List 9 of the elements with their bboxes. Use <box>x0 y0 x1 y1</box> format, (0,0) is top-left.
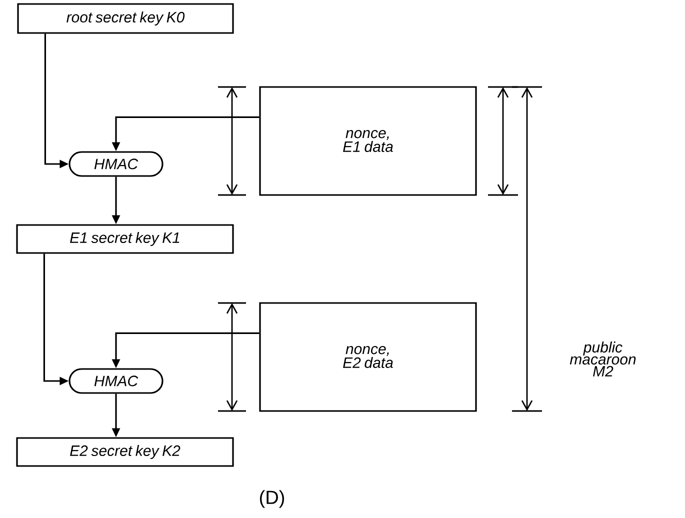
data-box: nonce, E2 data <box>259 302 477 412</box>
caption: (D) <box>260 490 284 508</box>
key-box: root secret key K0 <box>17 3 234 34</box>
key-box: E2 secret key K2 <box>16 437 234 467</box>
data-box: nonce, E1 data <box>259 86 477 196</box>
hmac-node: HMAC <box>68 151 164 177</box>
hmac-node: HMAC <box>68 368 164 394</box>
key-box: E1 secret key K1 <box>16 224 234 254</box>
dimension-label: public macaroon M2 <box>570 342 636 376</box>
